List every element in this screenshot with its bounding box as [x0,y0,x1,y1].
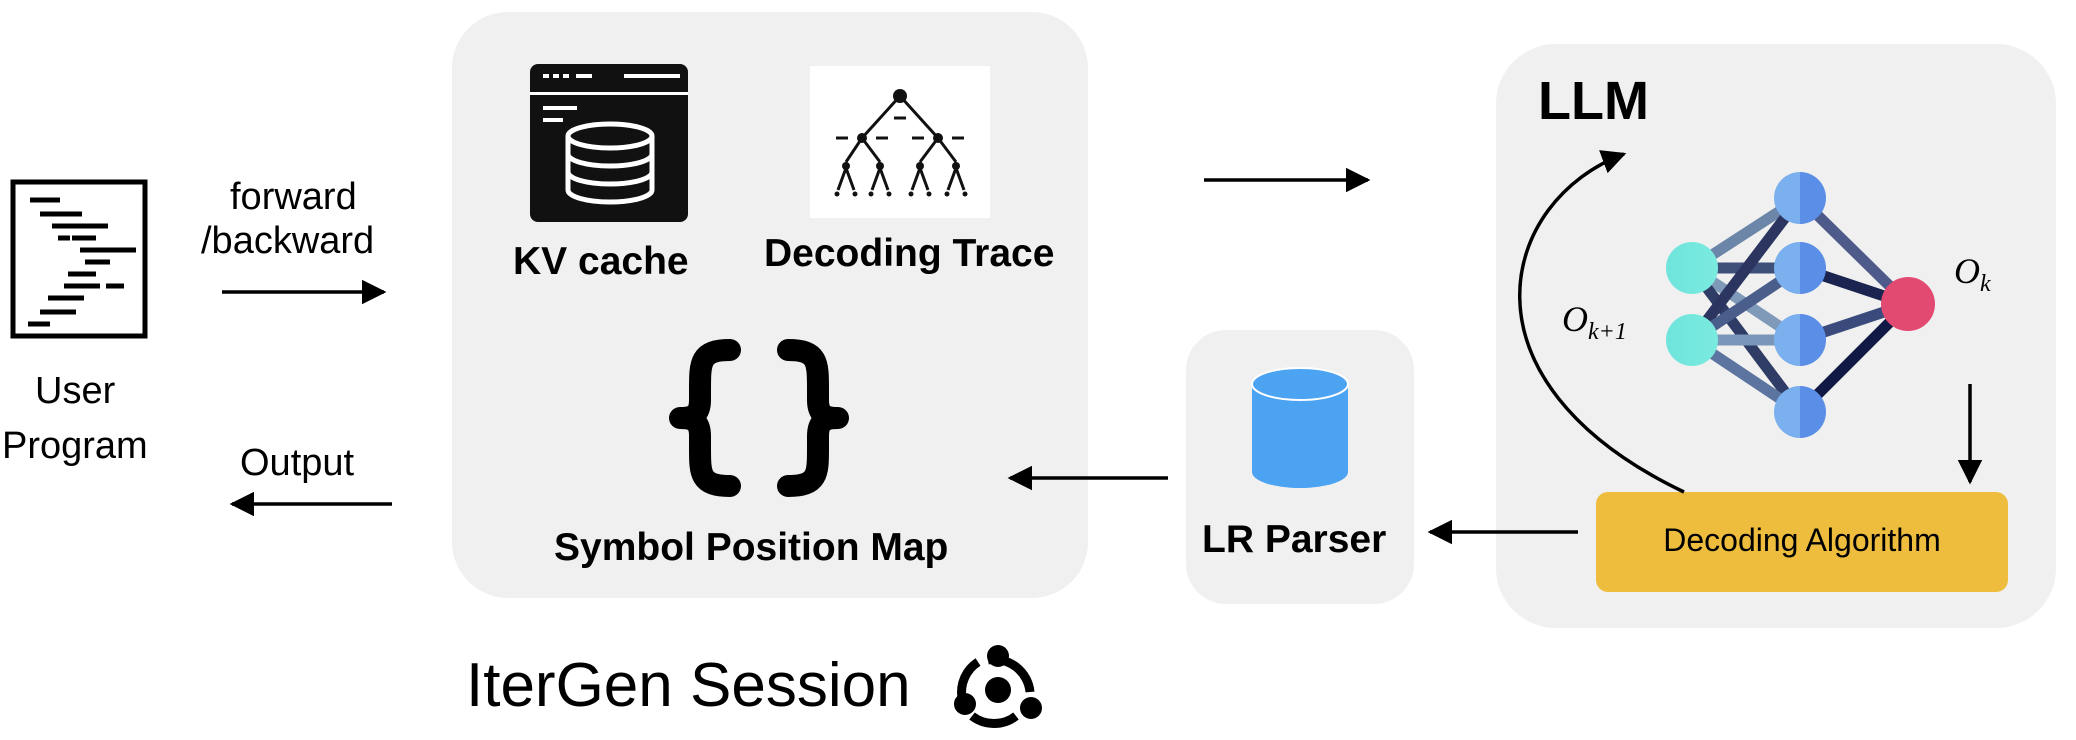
decoding-algorithm-box [1596,492,2008,592]
ok1-label: Ok+1 [1562,298,1627,346]
ok-sub: k [1980,271,1991,298]
itergen-session-title: IterGen Session [466,651,911,720]
lr-parser-label: LR Parser [1202,518,1387,561]
kv-cache-label: KV cache [513,240,689,283]
llm-title: LLM [1538,71,1649,131]
decoding-algorithm-label: Decoding Algorithm [1663,522,1941,558]
forward-label: forward [230,176,357,218]
decoding-trace-label: Decoding Trace [764,232,1055,275]
user-program-label-1: User [35,370,116,412]
backward-label: /backward [201,220,375,262]
output-label: Output [240,442,355,484]
ok1-sub: k+1 [1588,319,1627,346]
itergen-session-panel [452,12,1088,598]
ok-main: O [1954,251,1980,291]
ok1-main: O [1562,299,1588,339]
ok-label: Ok [1954,250,1991,298]
lr-parser-panel [1186,330,1414,604]
user-program-label-2: Program [2,425,148,467]
symbol-position-map-label: Symbol Position Map [554,526,949,569]
